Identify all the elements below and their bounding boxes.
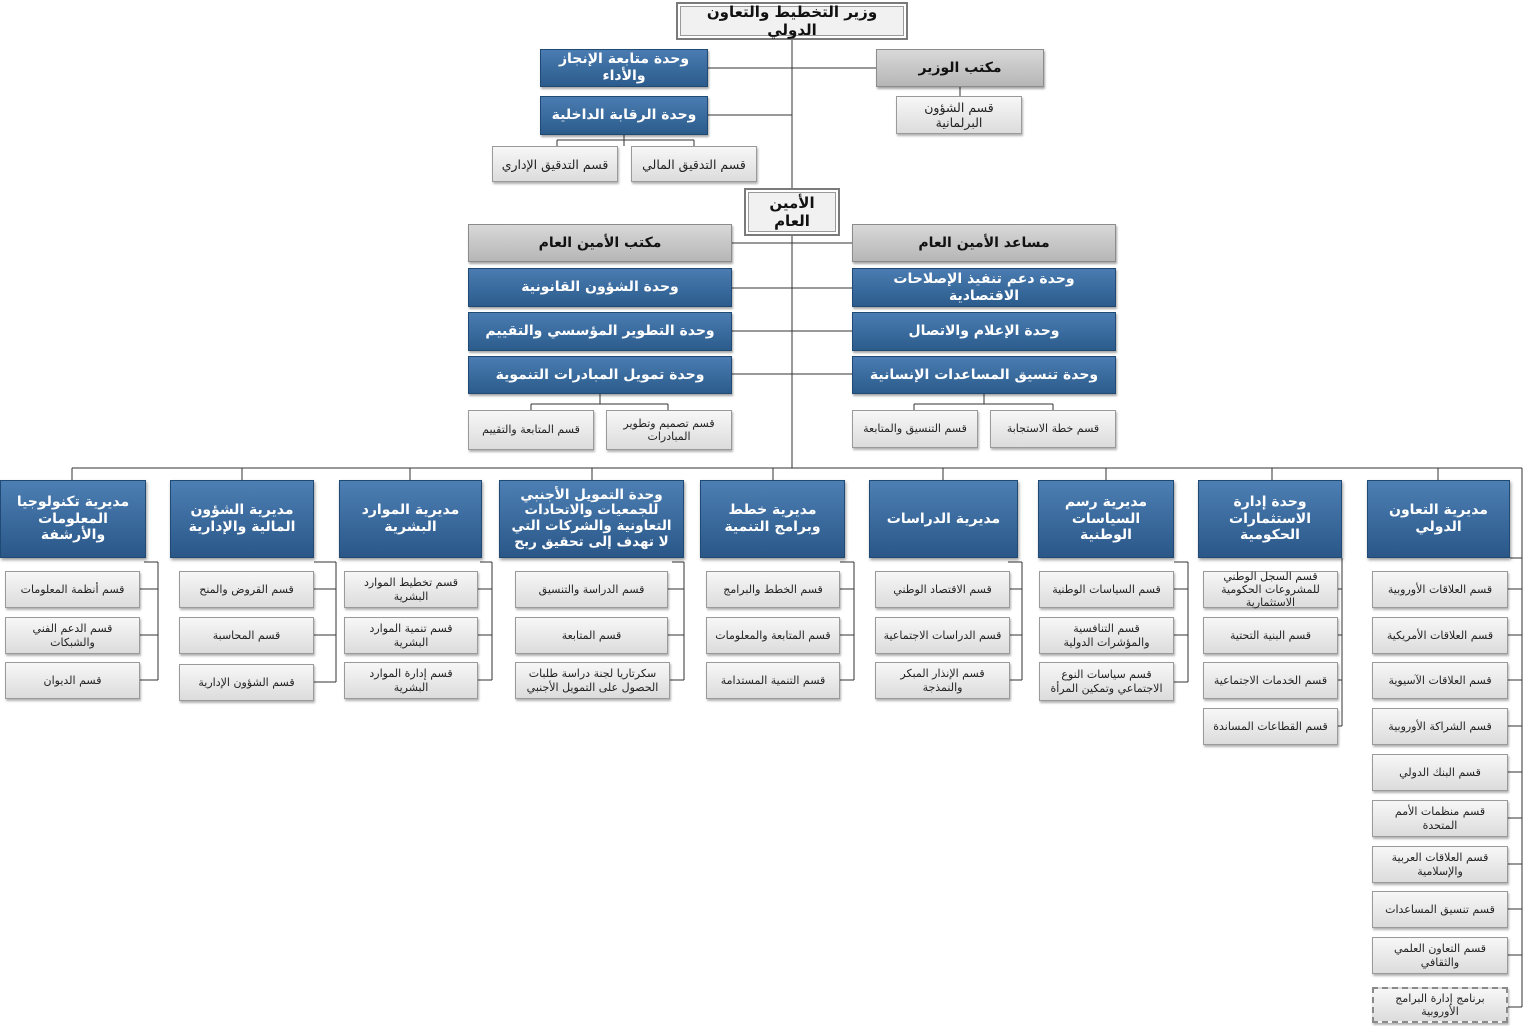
directorate-development-plans: مديرية خطط وبرامج التنمية [700,480,845,558]
section-box: قسم إدارة الموارد البشرية [344,662,478,699]
humanitarian-aid-unit-box: وحدة تنسيق المساعدات الإنسانية [852,356,1116,394]
program-box: برنامج إدارة البرامج الأوروبية [1372,987,1508,1023]
directorate-international-cooperation: مديرية التعاون الدولي [1367,480,1510,558]
directorate-government-investments: وحدة إدارة الاستثمارات الحكومية [1198,480,1342,558]
section-box: قسم الشؤون الإدارية [179,664,314,701]
institutional-development-unit-box: وحدة التطوير المؤسسي والتقييم [468,312,732,351]
economic-reforms-unit-box: وحدة دعم تنفيذ الإصلاحات الاقتصادية [852,268,1116,307]
section-box: قسم المتابعة والمعلومات [706,617,840,654]
section-box: قسم الديوان [5,662,140,699]
section-box: قسم الدراسة والتنسيق [515,571,668,608]
assistant-sg-box: مساعد الأمين العام [852,224,1116,262]
section-box: قسم العلاقات العربية والإسلامية [1372,846,1508,883]
section-box: قسم تنسيق المساعدات [1372,891,1508,928]
section-box: قسم التنمية المستدامة [706,662,840,699]
section-box: قسم التنافسية والمؤشرات الدولية [1039,617,1174,654]
coordination-followup-section: قسم التنسيق والمتابعة [852,410,978,448]
financial-audit-section: قسم التدقيق المالي [631,146,757,182]
section-box: قسم تخطيط الموارد البشرية [344,571,478,608]
section-box: قسم سياسات النوع الاجتماعي وتمكين المرأة [1039,662,1174,701]
section-box: قسم العلاقات الأمريكية [1372,617,1508,654]
directorate-human-resources: مديرية الموارد البشرية [339,480,482,558]
section-box: قسم الدراسات الاجتماعية [875,617,1010,654]
section-box: قسم أنظمة المعلومات [5,571,140,608]
minister-office-box: مكتب الوزير [876,49,1044,87]
directorate-foreign-funding: وحدة التمويل الأجنبي للجمعيات والاتحادات… [499,480,684,558]
response-plan-section: قسم خطة الاستجابة [990,410,1116,448]
admin-audit-section: قسم التدقيق الإداري [492,146,618,182]
section-box: قسم الشراكة الأوروبية [1372,708,1508,745]
section-box: قسم العلاقات الآسيوية [1372,662,1508,699]
section-box: سكرتاريا لجنة دراسة طلبات الحصول على الت… [515,662,670,699]
section-box: قسم العلاقات الأوروبية [1372,571,1508,608]
section-box: قسم تنمية الموارد البشرية [344,617,478,654]
media-communication-unit-box: وحدة الإعلام والاتصال [852,312,1116,351]
section-box: قسم الاقتصاد الوطني [875,571,1010,608]
legal-affairs-unit-box: وحدة الشؤون القانونية [468,268,732,307]
section-box: قسم المحاسبة [179,617,314,654]
internal-control-unit-box: وحدة الرقابة الداخلية [540,96,708,135]
directorate-studies: مديرية الدراسات [869,480,1018,558]
performance-unit-box: وحدة متابعة الإنجاز والأداء [540,49,708,87]
sg-office-box: مكتب الأمين العام [468,224,732,262]
directorate-national-policies: مديرية رسم السياسات الوطنية [1038,480,1174,558]
secretary-general-box: الأمين العام [744,188,840,236]
directorate-finance-admin: مديرية الشؤون المالية والإدارية [170,480,314,558]
development-initiatives-funding-unit-box: وحدة تمويل المبادرات التنموية [468,356,732,394]
section-box: قسم الدعم الفني والشبكات [5,617,140,654]
section-box: قسم الإنذار المبكر والنمذجة [875,662,1010,699]
section-box: قسم الخدمات الاجتماعية [1203,662,1338,699]
section-box: قسم القروض والمنح [179,571,314,608]
parliamentary-affairs-section: قسم الشؤون البرلمانية [896,96,1022,134]
initiatives-design-section: قسم تصميم وتطوير المبادرات [606,410,732,450]
section-box: قسم منظمات الأمم المتحدة [1372,800,1508,837]
minister-box: وزير التخطيط والتعاون الدولي [676,2,908,40]
section-box: قسم المتابعة [515,617,668,654]
monitoring-evaluation-section: قسم المتابعة والتقييم [468,410,594,450]
directorate-it-archiving: مديرية تكنولوجيا المعلومات والأرشفة [0,480,146,558]
section-box: قسم التعاون العلمي والثقافي [1372,937,1508,974]
section-box: قسم السجل الوطني للمشروعات الحكومية الاس… [1203,570,1338,609]
section-box: قسم السياسات الوطنية [1039,571,1174,608]
section-box: قسم الخطط والبرامج [706,571,840,608]
section-box: قسم القطاعات المساندة [1203,708,1338,745]
section-box: قسم البنية التحتية [1203,617,1338,654]
section-box: قسم البنك الدولي [1372,754,1508,791]
